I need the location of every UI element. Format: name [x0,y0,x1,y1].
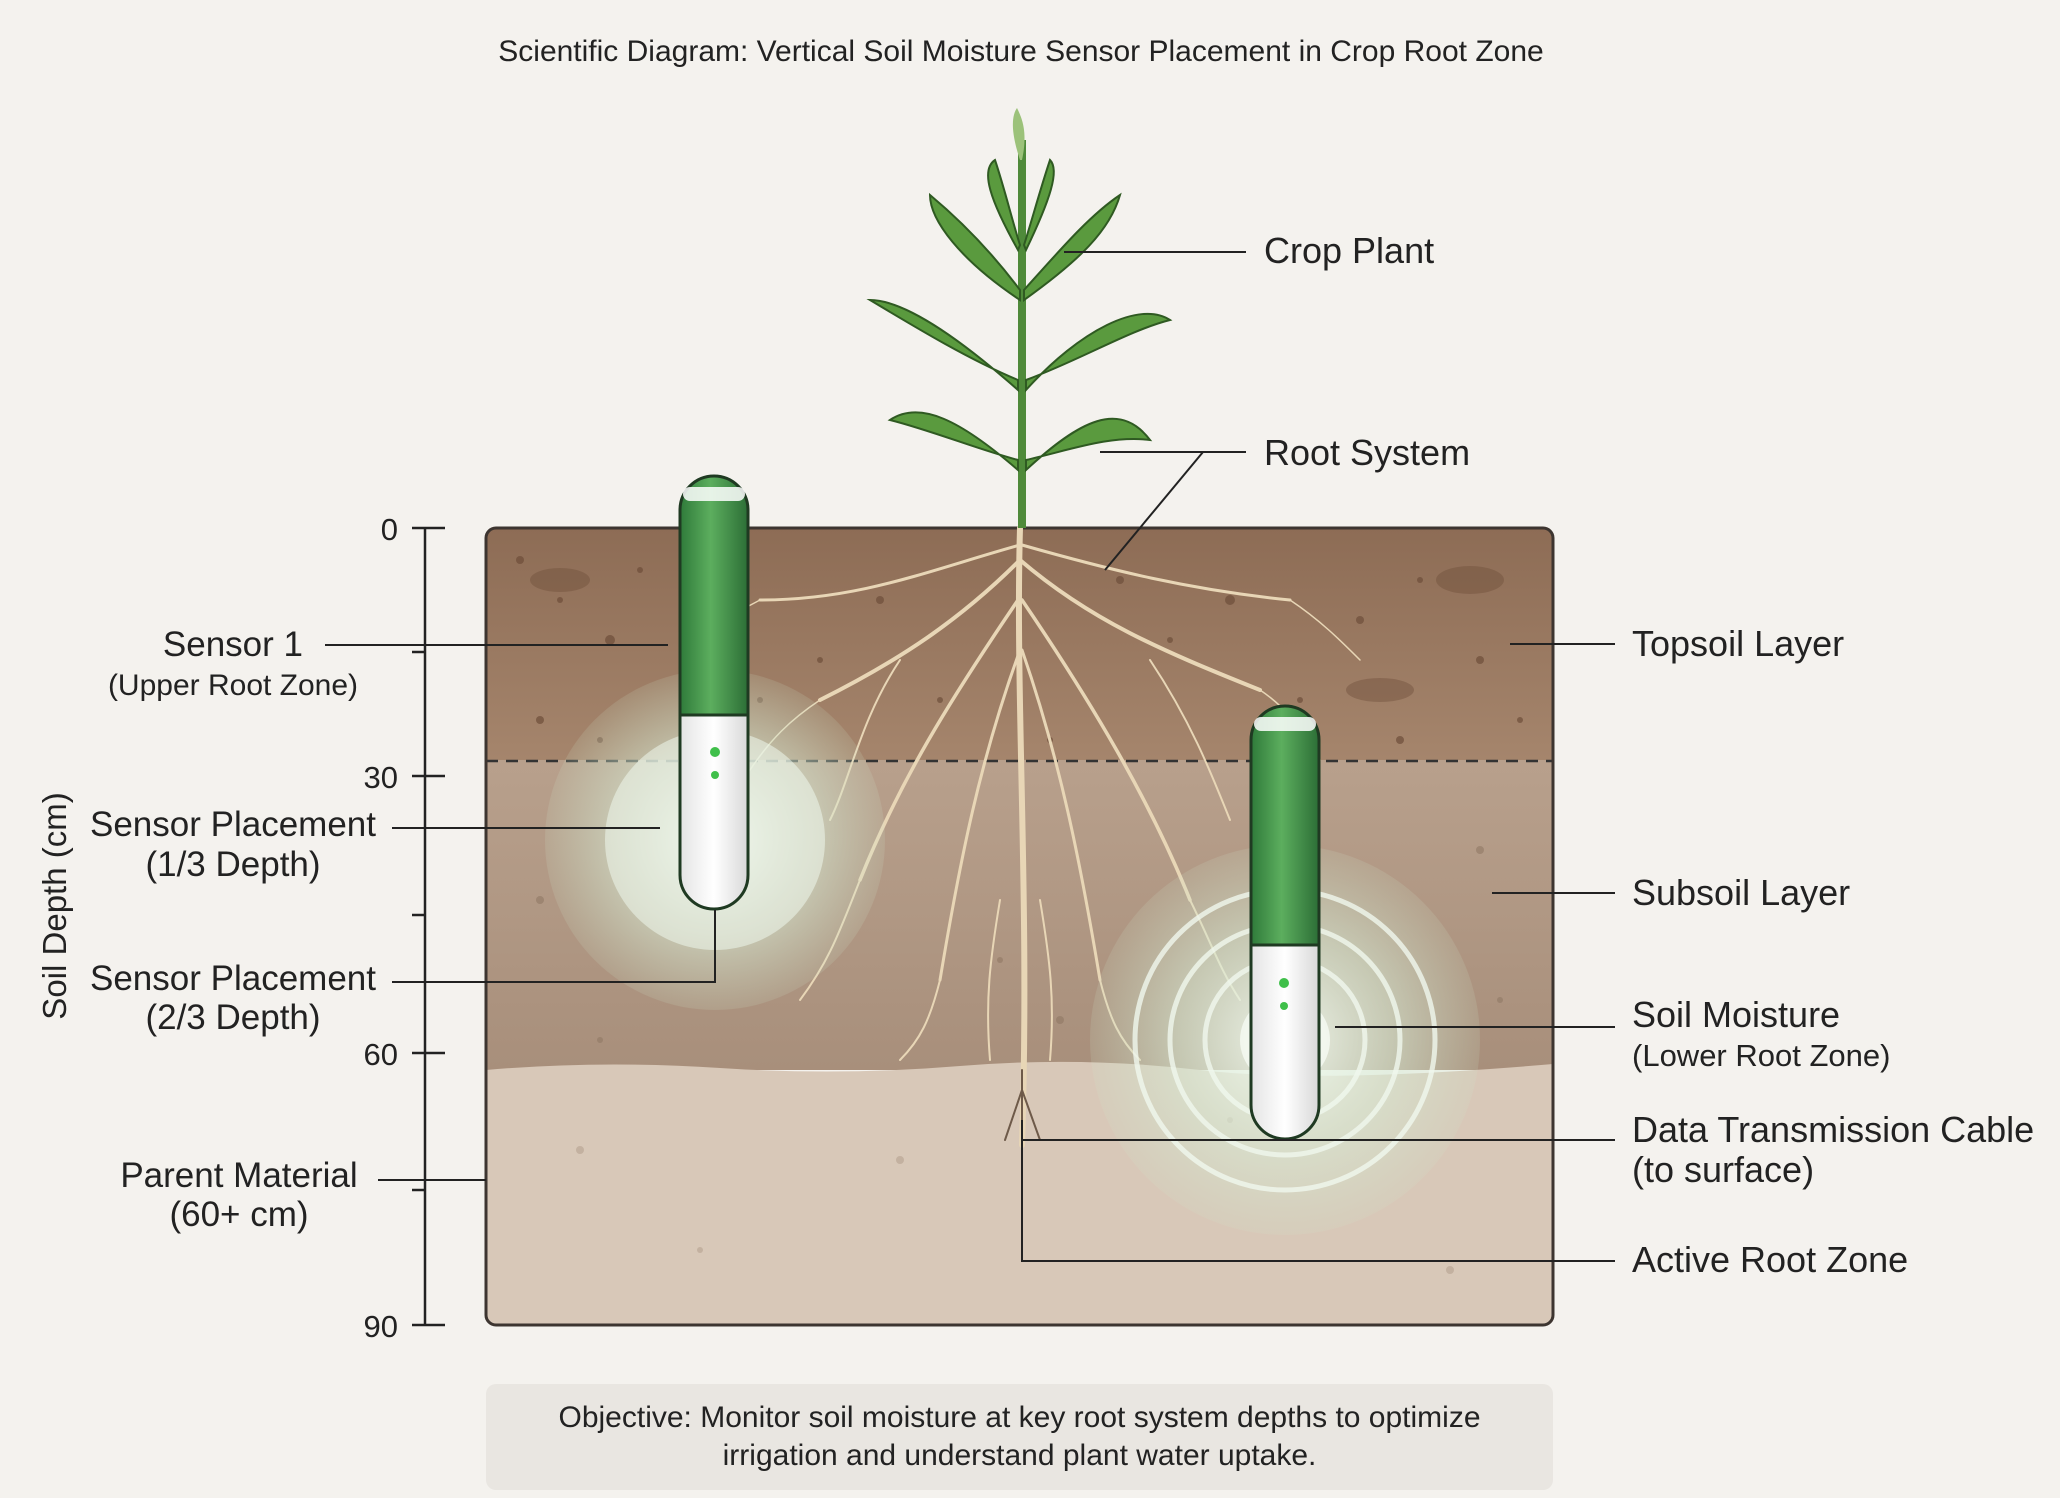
label-parent-material: Parent Material [120,1156,357,1195]
objective-box: Objective: Monitor soil moisture at key … [486,1384,1553,1490]
depth-tick-90: 90 [364,1309,398,1344]
depth-axis [412,526,445,1327]
label-crop-plant: Crop Plant [1264,230,1434,271]
subsoil-texture [536,846,1503,1043]
label-placement-two-thirds-sub: (2/3 Depth) [145,998,320,1037]
objective-text: Objective: Monitor soil moisture at key … [558,1399,1480,1475]
depth-tick-0: 0 [381,512,398,547]
label-data-cable-sub: (to surface) [1632,1149,1814,1190]
label-parent-material-sub: (60+ cm) [169,1195,308,1234]
topsoil-texture [516,556,1523,744]
label-active-root-zone: Active Root Zone [1632,1239,1908,1280]
crop-plant-graphic [866,108,1173,528]
depth-tick-30: 30 [364,760,398,795]
label-soil-moisture-sub: (Lower Root Zone) [1632,1038,1890,1073]
label-sensor1-sub: (Upper Root Zone) [108,669,358,702]
depth-tick-60: 60 [364,1037,398,1072]
label-placement-third-sub: (1/3 Depth) [145,845,320,884]
label-soil-moisture: Soil Moisture [1632,994,1840,1035]
sensor2-probe [1249,704,1321,1141]
objective-line-1: Objective: Monitor soil moisture at key … [558,1401,1481,1434]
root-system-graphic [679,525,1361,1148]
diagram-title: Scientific Diagram: Vertical Soil Moistu… [498,35,1543,68]
label-topsoil-layer: Topsoil Layer [1632,623,1844,664]
leader-lines [325,251,1615,1262]
label-placement-third: Sensor Placement [90,805,376,844]
objective-line-2: irrigation and understand plant water up… [722,1439,1317,1472]
label-sensor1: Sensor 1 [163,625,303,664]
label-root-system: Root System [1264,432,1470,473]
sensor1-probe [678,474,750,911]
label-data-cable: Data Transmission Cable [1632,1109,2034,1150]
label-subsoil-layer: Subsoil Layer [1632,872,1850,913]
label-placement-two-thirds: Sensor Placement [90,959,376,998]
depth-axis-label: Soil Depth (cm) [36,792,73,1019]
